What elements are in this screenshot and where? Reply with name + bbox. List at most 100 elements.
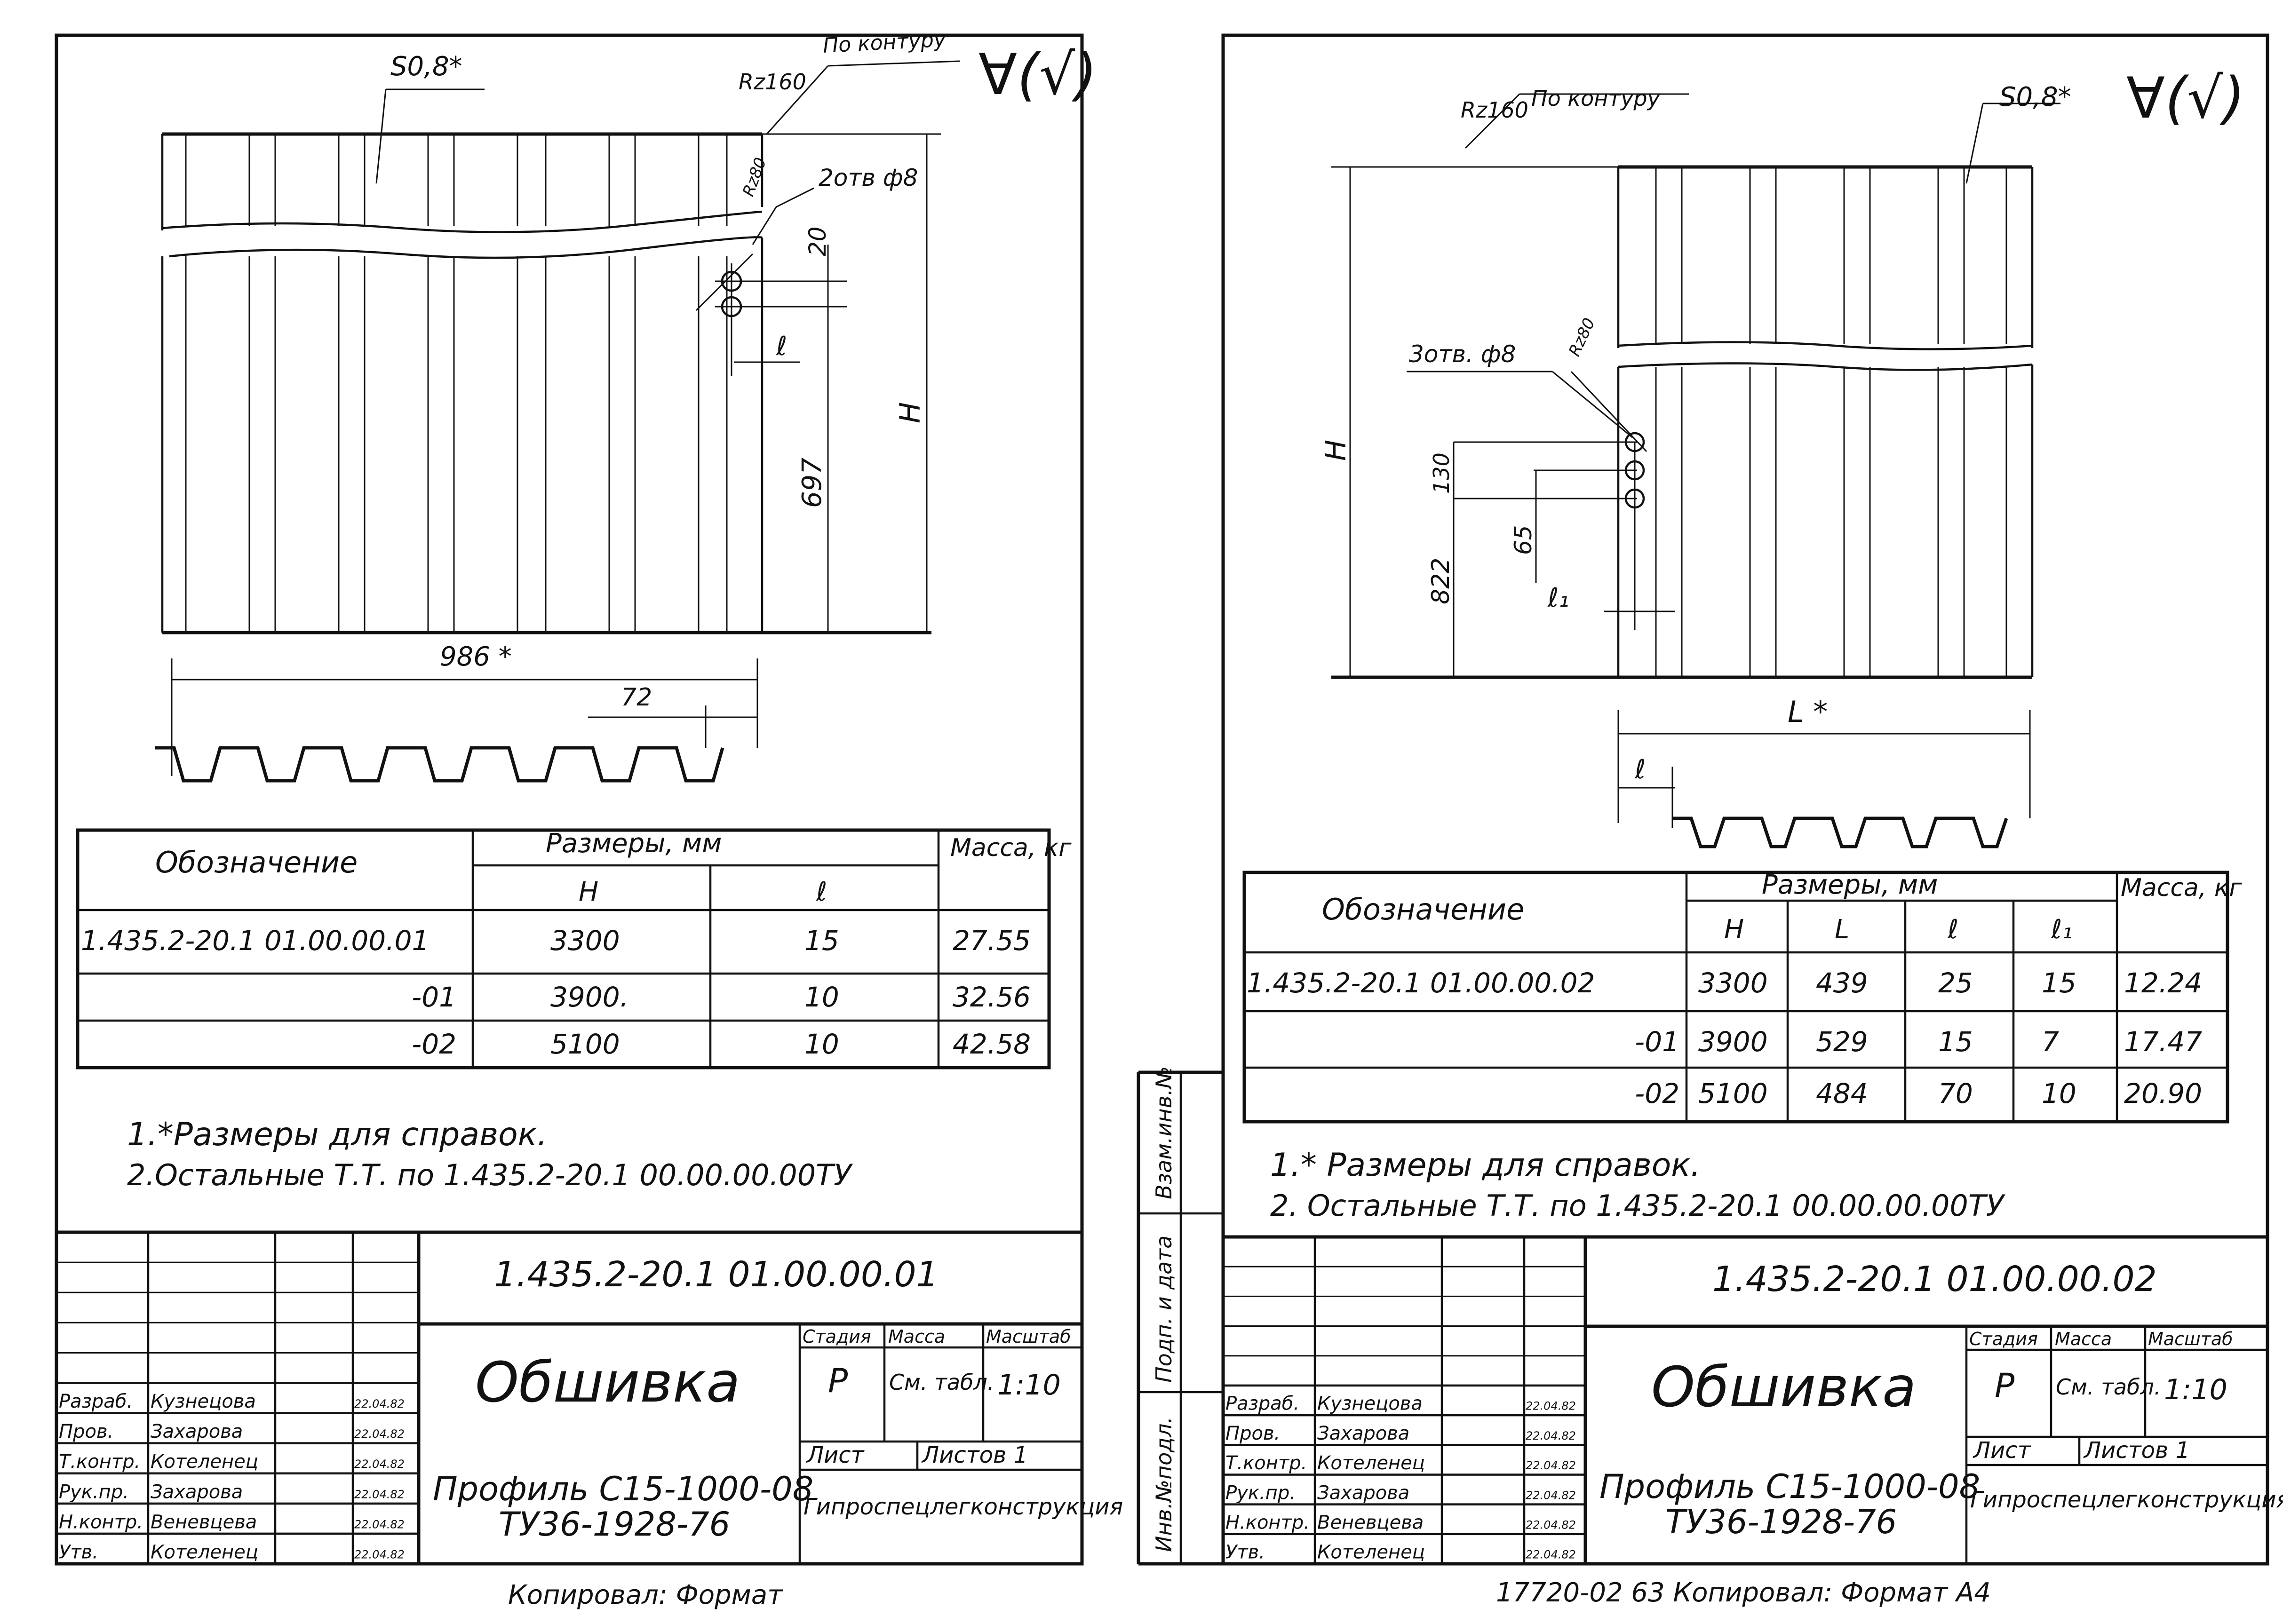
left-scale-label: Масштаб	[986, 1326, 1071, 1347]
left-doc-number: 1.435.2-20.1 01.00.00.01	[494, 1254, 939, 1295]
right-contour-label: По контуру	[1531, 86, 1661, 111]
right-row-L: 439	[1816, 967, 1868, 999]
right-sub-l: ℓ	[1947, 914, 1958, 945]
right-stamp-date: 22.04.82	[1526, 1548, 1576, 1561]
right-stamp-date: 22.04.82	[1526, 1518, 1576, 1531]
left-row-mass: 27.55	[953, 925, 1031, 957]
left-dim-20: 20	[804, 226, 831, 256]
right-row-mass: 12.24	[2124, 967, 2202, 999]
left-col-sizes: Размеры, мм	[546, 828, 722, 859]
right-dim-822: 822	[1427, 558, 1455, 604]
right-row-L: 529	[1816, 1026, 1868, 1058]
right-dim-L: L *	[1788, 695, 1828, 729]
left-stamp-role: Пров.	[59, 1421, 113, 1442]
right-corrugation-lines-bottom	[1655, 367, 2007, 677]
right-stamp-role: Н.контр.	[1225, 1512, 1310, 1533]
right-stamp-name: Веневцева	[1317, 1512, 1424, 1533]
right-surface-mark: ∀(√)	[2126, 66, 2245, 131]
left-spec-table: Обозначение Размеры, мм Масса, кг H ℓ 1.…	[76, 828, 1072, 1069]
left-stage-label: Стадия	[803, 1326, 871, 1347]
left-stamp-name: Веневцева	[151, 1511, 257, 1533]
right-stamp-role: Разраб.	[1225, 1393, 1299, 1415]
left-stamp-name: Котеленец	[151, 1541, 258, 1563]
right-stamp-date: 22.04.82	[1526, 1400, 1576, 1413]
left-row-designation: -01	[412, 981, 456, 1013]
right-col-sizes: Размеры, мм	[1762, 870, 1938, 900]
left-sheet-label: Лист	[806, 1442, 865, 1468]
right-stamp-role: Рук.пр.	[1225, 1482, 1296, 1504]
right-row-designation: -02	[1635, 1077, 1679, 1109]
right-panel-drawing	[1331, 93, 2060, 679]
right-row-l: 70	[1938, 1077, 1973, 1109]
left-row-H: 5100	[550, 1028, 620, 1060]
right-note-2: 2. Остальные Т.Т. по 1.435.2-20.1 00.00.…	[1270, 1188, 2006, 1223]
left-contour-label: По контуру	[822, 27, 947, 58]
right-row-L: 484	[1816, 1077, 1868, 1109]
right-row-H: 5100	[1698, 1077, 1768, 1109]
left-dim-697: 697	[797, 458, 827, 508]
left-col-mass: Масса, кг	[950, 834, 1072, 862]
right-spec-table: Обозначение Размеры, мм Масса, кг H L ℓ …	[1242, 870, 2242, 1124]
right-mass-label: Масса	[2055, 1329, 2112, 1349]
left-title: Обшивка	[475, 1350, 740, 1415]
right-profile-section	[1617, 710, 2031, 848]
right-row-mass: 20.90	[2124, 1077, 2202, 1109]
left-note-1: 1.*Размеры для справок.	[127, 1116, 547, 1153]
right-dim-H: H	[1320, 440, 1352, 461]
right-side-label-2: Подп. и дата	[1151, 1236, 1177, 1383]
right-footer: 17720-02 63 Копировал: Формат А4	[1496, 1577, 1991, 1608]
right-dim-130: 130	[1429, 452, 1454, 494]
right-stamp-name: Котеленец	[1317, 1452, 1425, 1474]
right-scale-label: Масштаб	[2148, 1329, 2233, 1349]
left-stamp-role: Н.контр.	[59, 1511, 143, 1533]
right-stamp-role: Т.контр.	[1225, 1452, 1307, 1474]
left-stamp-name: Кузнецова	[151, 1391, 256, 1412]
right-dim-l: ℓ	[1634, 754, 1646, 785]
left-corrugation-lines-bottom	[185, 256, 728, 633]
left-stamp-date: 22.04.82	[354, 1458, 405, 1471]
left-stamp-name: Котеленец	[151, 1451, 258, 1473]
right-stamp-name: Захарова	[1317, 1482, 1409, 1504]
right-stamp-date: 22.04.82	[1526, 1459, 1576, 1472]
left-sheet: S0,8* По контуру Rz160 ∀(√) Rz80 2отв ф8…	[55, 27, 1123, 1610]
left-org: Гипроспецлегконструкция	[803, 1494, 1123, 1520]
right-org: Гипроспецлегконструкция	[1970, 1487, 2283, 1513]
left-stamp-role: Рук.пр.	[59, 1481, 129, 1503]
right-stamp-date: 22.04.82	[1526, 1429, 1576, 1442]
left-stamp-date: 22.04.82	[354, 1488, 405, 1501]
right-sub-l1: ℓ₁	[2051, 914, 2073, 945]
right-col-mass: Масса, кг	[2121, 874, 2242, 902]
right-sheet: Взам.инв.№ Подп. и дата Инв.№подл.	[1137, 33, 2283, 1608]
left-stamp-date: 22.04.82	[354, 1518, 405, 1531]
left-roughness: Rz160	[739, 69, 806, 95]
left-stamp-name: Захарова	[151, 1481, 243, 1503]
left-row-mass: 42.58	[953, 1028, 1031, 1060]
right-row-designation: -01	[1635, 1026, 1679, 1058]
right-stamp-name: Кузнецова	[1317, 1393, 1423, 1415]
right-subtitle-1: Профиль С15-1000-08	[1599, 1467, 1980, 1506]
right-title: Обшивка	[1651, 1355, 1916, 1419]
right-note-1: 1.* Размеры для справок.	[1270, 1147, 1701, 1184]
left-row-designation: -02	[412, 1028, 456, 1060]
right-holes-label: 3отв. ф8	[1409, 341, 1516, 368]
hole-2	[1624, 460, 1645, 481]
right-side-label-1: Взам.инв.№	[1151, 1066, 1177, 1199]
left-sub-H: H	[579, 877, 598, 907]
right-mass: См. табл.	[2056, 1374, 2161, 1400]
right-row-H: 3300	[1698, 967, 1768, 999]
left-mass: См. табл.	[889, 1370, 994, 1395]
left-stamp-name: Захарова	[151, 1421, 243, 1442]
left-footer: Копировал: Формат	[508, 1580, 783, 1610]
left-subtitle-2: ТУ36-1928-76	[499, 1505, 730, 1544]
right-thickness: S0,8*	[1999, 82, 2071, 112]
left-surface-mark: ∀(√)	[978, 42, 1097, 108]
right-col-designation: Обозначение	[1322, 892, 1524, 927]
right-dim-65: 65	[1510, 525, 1537, 555]
right-row-mass: 17.47	[2124, 1026, 2202, 1058]
left-dim-986: 986 *	[440, 642, 512, 672]
right-sub-H: H	[1724, 914, 1744, 945]
